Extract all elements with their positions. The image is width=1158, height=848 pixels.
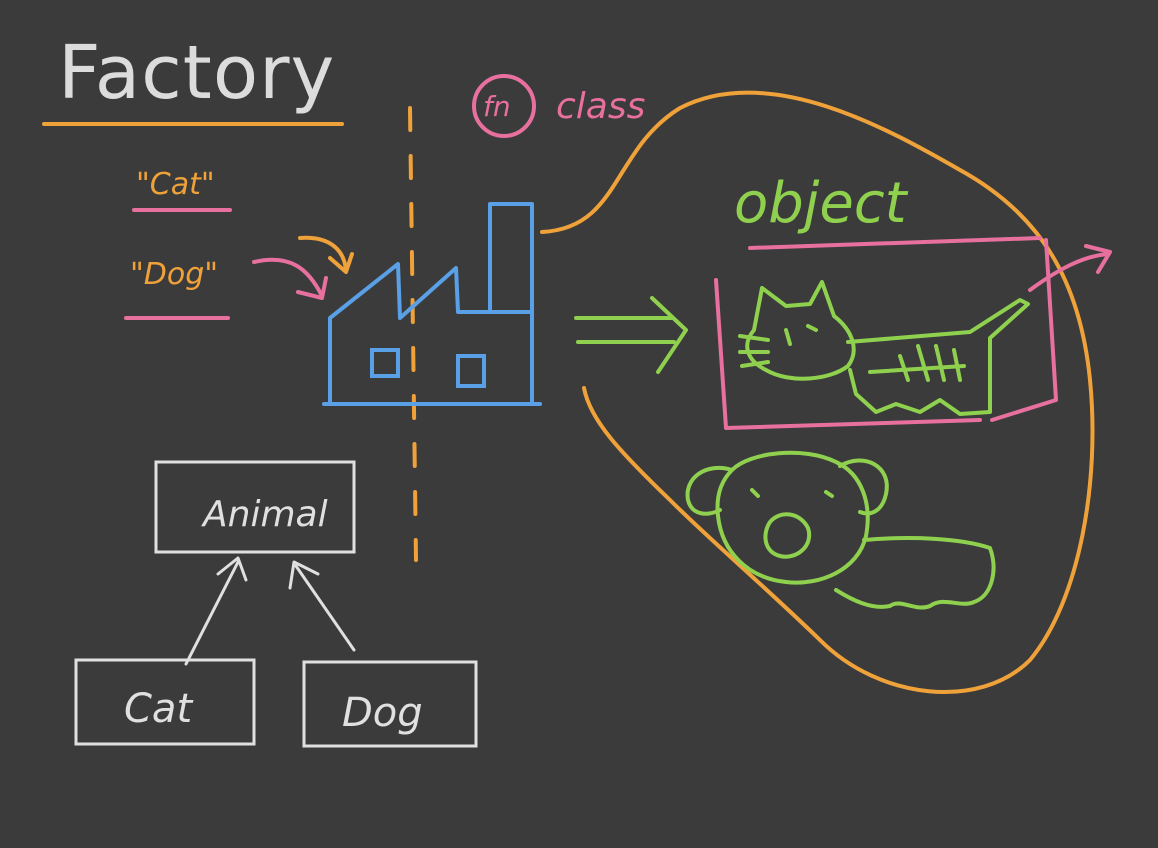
object-label: object [734,171,909,236]
dog-inherit-arrow [288,560,356,652]
input-arrows [252,235,354,300]
animal-box [154,460,356,554]
output-arrow [574,296,688,374]
fn-label: fn [483,90,511,123]
class-diagram: Animal Cat Dog [74,460,478,748]
dog-class-box [302,660,478,748]
dog-icon [685,450,996,610]
cat-class-label: Cat [124,686,193,732]
page-title: Factory [58,30,335,116]
cat-icon [738,280,1030,416]
cat-frame [714,238,1058,430]
output-blob [540,90,1095,694]
cat-inherit-arrow [184,556,248,666]
factory-icon [322,202,542,406]
class-label: class [556,86,645,127]
cat-class-box [74,658,256,746]
object-underline [748,236,1042,250]
animal-label: Animal [201,494,328,535]
input-dog-string: "Dog" [130,257,218,292]
dog-class-label: Dog [342,690,423,736]
pink-arrow [1028,244,1112,292]
fn-circle [472,74,536,138]
boundary-divider [408,106,418,562]
input-cat-string: "Cat" [136,167,215,202]
